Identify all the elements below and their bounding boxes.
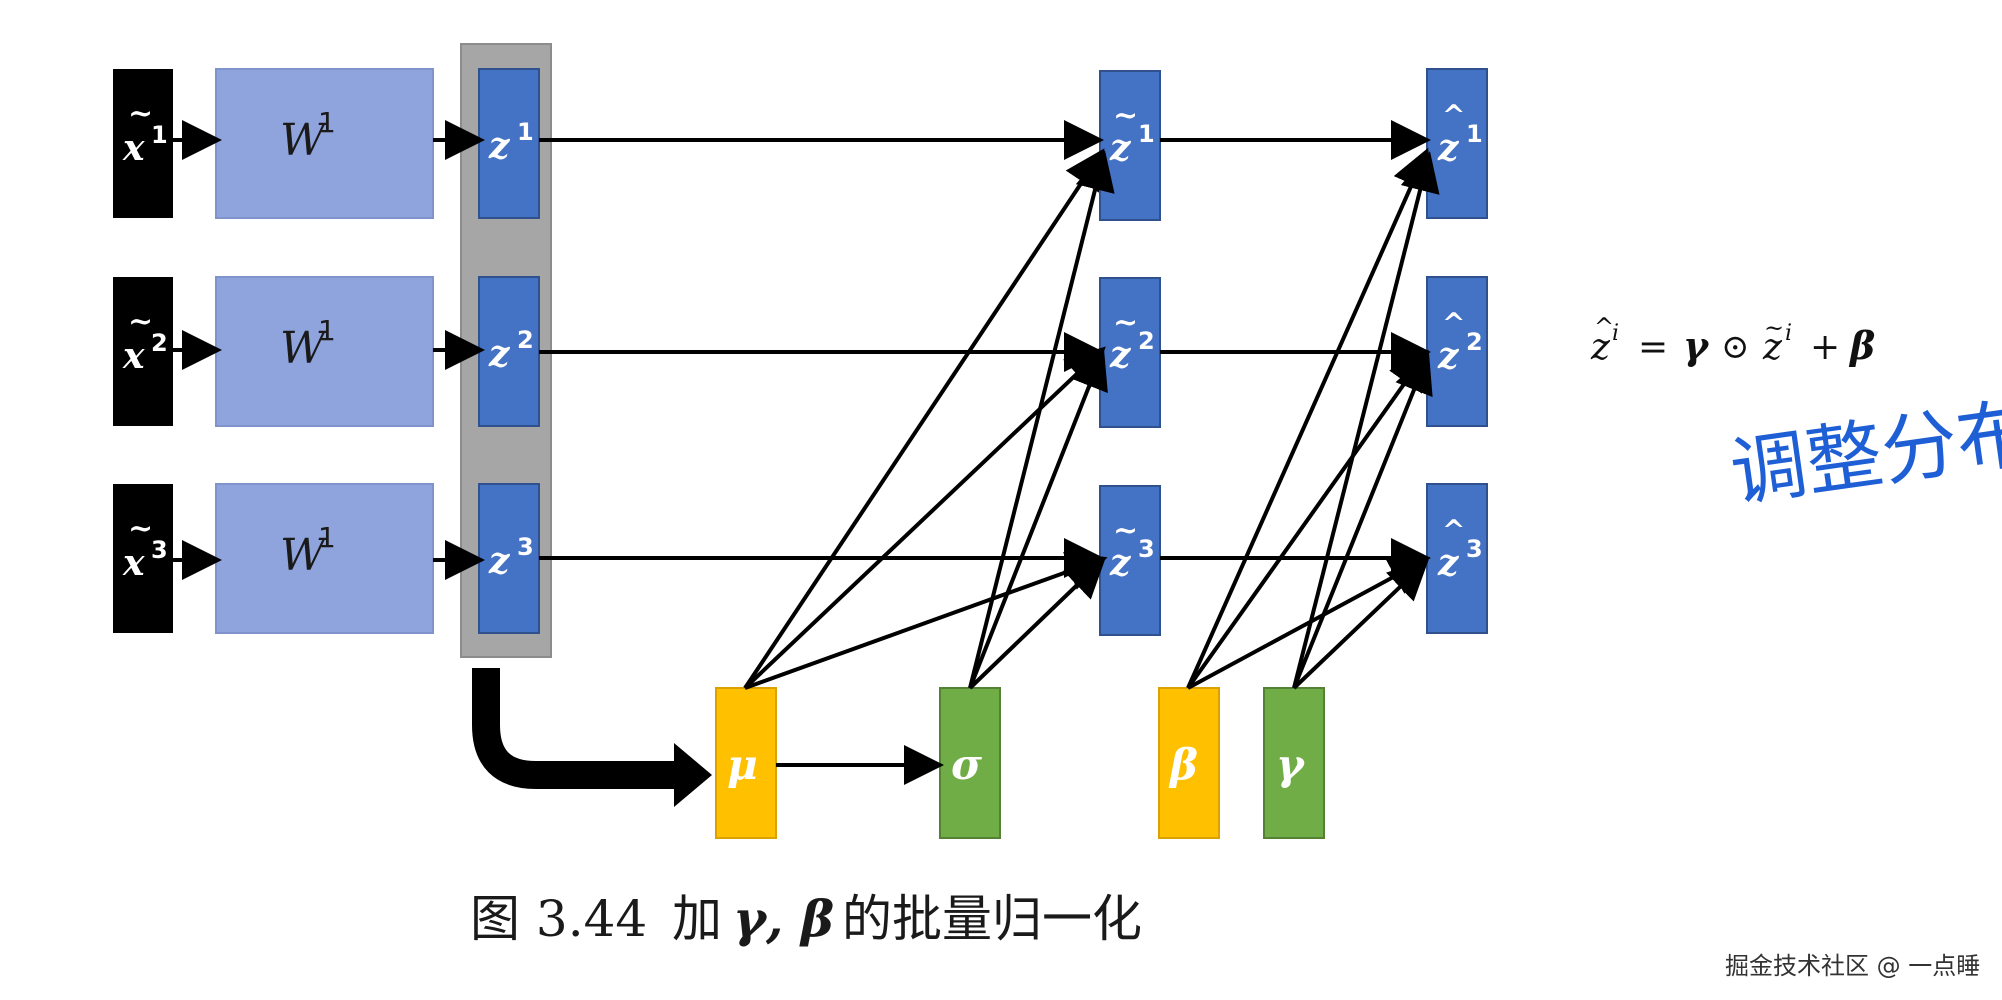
zhat2-label: z [1437,335,1460,377]
row-3: ~ x 3 W 1 z 3 ~ z 3 ^ z 3 [113,483,1488,636]
row-2: ~ x 2 W 1 z 2 ~ z 2 ^ z 2 [113,276,1488,428]
caption-mid: 加 [672,890,722,948]
mu-box [715,687,777,839]
batchnorm-formula: ^ z i = γ ⊙ ~ z i + β [1590,313,1875,368]
formula-lhs-sup: i [1612,321,1619,346]
caption-math: γ, β [733,889,834,948]
formula-odot: ⊙ [1721,327,1750,367]
w1-sup-row3: 1 [318,521,336,554]
figure-caption: 图 3.44 加 γ, β 的批量归一化 [470,889,1142,948]
arrow-sigma-ztilde1 [968,150,1115,689]
row-1: ~ x 1 W 1 z 1 ~ z 1 ^ z 1 [113,68,1488,221]
ztilde2-tilde: ~ [1113,305,1138,340]
beta-box [1158,687,1220,839]
input-x3-sup: 3 [151,536,168,564]
input-x1-sup: 1 [151,121,168,149]
watermark: 掘金技术社区 @ 一点睡 [1725,952,1980,980]
gamma-box [1263,687,1325,839]
w1-label-row3: W [280,530,329,581]
input-x3-label: x [122,542,145,584]
w1-sup-row2: 1 [318,314,336,347]
input-x3-box [113,484,173,633]
ztilde1-tilde: ~ [1113,98,1138,133]
formula-lhs-hat: ^ [1594,313,1614,341]
input-x1-box [113,69,173,218]
input-x2-label: x [122,335,145,377]
zhat2-sup: 2 [1466,328,1483,356]
formula-rhs-var: z [1762,327,1783,368]
arrow-gamma-zhat3 [1292,559,1429,690]
input-x2-sup: 2 [151,329,168,357]
ztilde2-label: z [1109,334,1132,376]
arrow-gamma-zhat1 [1292,151,1440,689]
ztilde3-sup: 3 [1138,535,1155,563]
zhat3-hat: ^ [1442,514,1465,547]
beta-label: β [1168,740,1198,789]
w1-sup-row1: 1 [318,106,336,139]
input-x2-box [113,277,173,426]
batch-flow-arrowhead [674,743,712,807]
w1-box-row1 [215,68,434,219]
arrow-mu-ztilde1 [743,148,1105,690]
zhat2-box [1426,276,1488,427]
z1-box [478,68,540,219]
zhat3-label: z [1437,542,1460,584]
formula-gamma: γ [1683,323,1710,368]
z1-label: z [488,125,511,167]
formula-equals: = [1638,327,1668,368]
ztilde1-box [1099,70,1161,221]
zhat1-label: z [1437,127,1460,169]
formula-rhs-sup: i [1785,321,1792,346]
arrow-sigma-ztilde2 [968,348,1108,689]
w1-box-row3 [215,483,434,634]
z2-label: z [488,333,511,375]
ztilde3-label: z [1109,542,1132,584]
arrow-gamma-zhat2 [1292,352,1433,689]
ztilde3-tilde: ~ [1113,513,1138,548]
input-x1-label: x [122,127,145,169]
w1-label-row2: W [280,323,329,374]
mu-label: μ [727,740,758,789]
formula-rhs-tilde: ~ [1764,314,1784,342]
ztilde2-sup: 2 [1138,327,1155,355]
arrow-beta-zhat3 [1187,557,1431,690]
arrow-mu-ztilde2 [743,346,1106,690]
zhat2-hat: ^ [1442,307,1465,340]
ztilde2-box [1099,277,1161,428]
ztilde1-sup: 1 [1138,120,1155,148]
input-x1-tilde: ~ [128,96,153,131]
z3-box [478,483,540,634]
caption-suffix: 的批量归一化 [842,890,1142,948]
input-x2-tilde: ~ [128,304,153,339]
formula-beta: β [1848,323,1875,368]
sigma-box [939,687,1001,839]
zhat3-sup: 3 [1466,535,1483,563]
z3-sup: 3 [517,533,534,561]
z3-label: z [488,540,511,582]
zhat3-box [1426,483,1488,634]
w1-label-row1: W [280,115,329,166]
sigma-label: σ [951,740,982,789]
ztilde3-box [1099,485,1161,636]
z2-sup: 2 [517,326,534,354]
connection-arrows [173,120,1440,785]
batch-flow-arrow [472,668,675,789]
gamma-label: γ [1276,740,1306,789]
input-x3-tilde: ~ [128,511,153,546]
z1-sup: 1 [517,118,534,146]
arrow-beta-zhat2 [1186,349,1429,690]
arrow-mu-ztilde3 [744,552,1108,690]
ztilde1-label: z [1109,127,1132,169]
zhat1-hat: ^ [1442,99,1465,132]
arrow-sigma-ztilde3 [968,557,1106,690]
formula-plus: + [1810,327,1840,368]
caption-prefix: 图 3.44 [470,890,647,948]
statistics-boxes: μ σ β γ [715,687,1325,839]
handwritten-note: 调整分布 [1725,387,2002,517]
formula-lhs-var: z [1590,327,1611,368]
arrow-beta-zhat1 [1186,147,1431,689]
zhat1-sup: 1 [1466,120,1483,148]
z2-box [478,276,540,427]
